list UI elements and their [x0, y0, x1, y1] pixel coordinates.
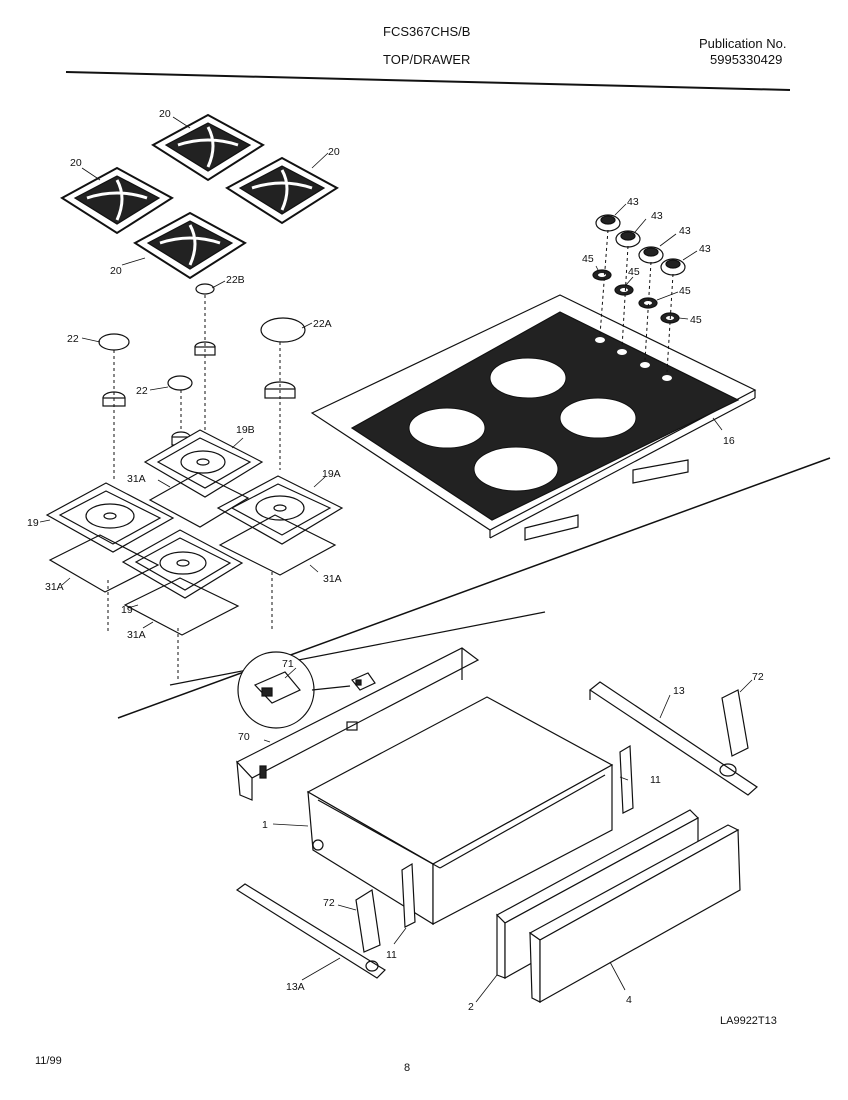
publication-number: 5995330429: [710, 52, 783, 67]
label-cap-22a: 22A: [313, 318, 332, 330]
element-left: [408, 407, 486, 449]
rail-13a: [235, 883, 386, 979]
label-grate-c: 20: [70, 157, 82, 169]
knob-43-1: [595, 214, 621, 232]
label-gasket-31a-3: 31A: [45, 581, 64, 593]
model-number: FCS367CHS/B: [383, 24, 471, 39]
header-rule: [65, 71, 791, 91]
label-panel-2: 2: [468, 1001, 474, 1013]
grate-top: [151, 113, 265, 182]
drip-pan-19a: [216, 475, 344, 545]
label-knob-1: 43: [627, 196, 639, 208]
bracket-71: [351, 672, 376, 691]
drip-pan-19b: [143, 429, 264, 498]
burner-cap-22b: [195, 283, 215, 295]
label-bezel-2: 45: [628, 266, 640, 278]
cooktop-bracket-right: [632, 459, 689, 484]
label-grate-b: 20: [328, 146, 340, 158]
cooktop-16: [310, 294, 757, 539]
label-bezel-3: 45: [679, 285, 691, 297]
diagram-code: LA9922T13: [720, 1015, 777, 1027]
burner-cap-22-mid: [167, 375, 193, 391]
gasket-31a-bottom: [123, 577, 240, 636]
grate-bottom: [133, 211, 247, 280]
bracket-71-detail: [253, 671, 301, 704]
label-cap-22b: 22B: [226, 274, 245, 286]
top-boundary: [169, 611, 546, 686]
label-cooktop: 16: [723, 435, 735, 447]
label-glide-72-right: 72: [752, 671, 764, 683]
label-pan-19-bottom: 19: [121, 604, 133, 616]
label-rail-70: 70: [238, 731, 250, 743]
drawer-panel-4: [528, 824, 741, 1004]
rail-13: [588, 681, 758, 796]
bezel-45-3: [638, 297, 658, 309]
burner-cap-22a: [260, 317, 306, 343]
label-cap-22-mid: 22: [136, 385, 148, 397]
element-right: [559, 397, 637, 439]
label-glide-11-right: 11: [650, 774, 661, 786]
label-knob-4: 43: [699, 243, 711, 255]
bezel-45-2: [614, 284, 634, 296]
label-panel-4: 4: [626, 994, 632, 1006]
element-front: [473, 446, 559, 492]
label-pan-19-left: 19: [27, 517, 39, 529]
label-drawer-1: 1: [262, 819, 268, 831]
label-bracket-71: 71: [282, 658, 294, 670]
page-number: 8: [404, 1062, 411, 1074]
knob-43-3: [638, 246, 664, 264]
element-back: [489, 357, 567, 399]
footer-date: 11/99: [35, 1055, 62, 1067]
label-grate-d: 20: [110, 265, 122, 277]
drip-pan-19-left: [45, 482, 175, 553]
gasket-31a-upper: [148, 472, 250, 528]
label-gasket-31a-1: 31A: [127, 473, 146, 485]
knob-43-2: [615, 230, 641, 248]
drawer-1: [306, 696, 614, 926]
grate-right: [225, 156, 339, 225]
label-rail-13: 13: [673, 685, 685, 697]
burner-cap-22-left: [98, 333, 130, 351]
label-pan-19b: 19B: [236, 424, 255, 436]
label-rail-13a: 13A: [286, 981, 305, 993]
cooktop-bracket-left: [524, 514, 579, 541]
bezel-45-1: [592, 269, 612, 281]
label-glide-72-left: 72: [323, 897, 335, 909]
label-grate-a: 20: [159, 108, 171, 120]
glide-72-left: [355, 889, 381, 953]
gasket-31a-left: [48, 534, 160, 593]
glide-72-right: [721, 689, 749, 757]
label-knob-2: 43: [651, 210, 663, 222]
gasket-31a-right: [218, 514, 337, 576]
label-knob-3: 43: [679, 225, 691, 237]
front-rail-70: [236, 647, 480, 801]
section-separator: [117, 457, 831, 719]
label-glide-11-left: 11: [386, 949, 397, 961]
drip-pan-19-bottom: [121, 529, 244, 599]
label-gasket-31a-4: 31A: [127, 629, 146, 641]
label-bezel-4: 45: [690, 314, 702, 326]
section-title: TOP/DRAWER: [383, 52, 471, 67]
publication-label: Publication No.: [699, 36, 787, 51]
label-cap-22-left: 22: [67, 333, 79, 345]
knob-43-4: [660, 258, 686, 276]
label-gasket-31a-2: 31A: [323, 573, 342, 585]
glide-11-left: [401, 862, 416, 928]
leader-lines: [39, 116, 753, 1003]
label-bezel-1: 45: [582, 253, 594, 265]
grate-left: [60, 166, 174, 235]
label-pan-19a: 19A: [322, 468, 341, 480]
